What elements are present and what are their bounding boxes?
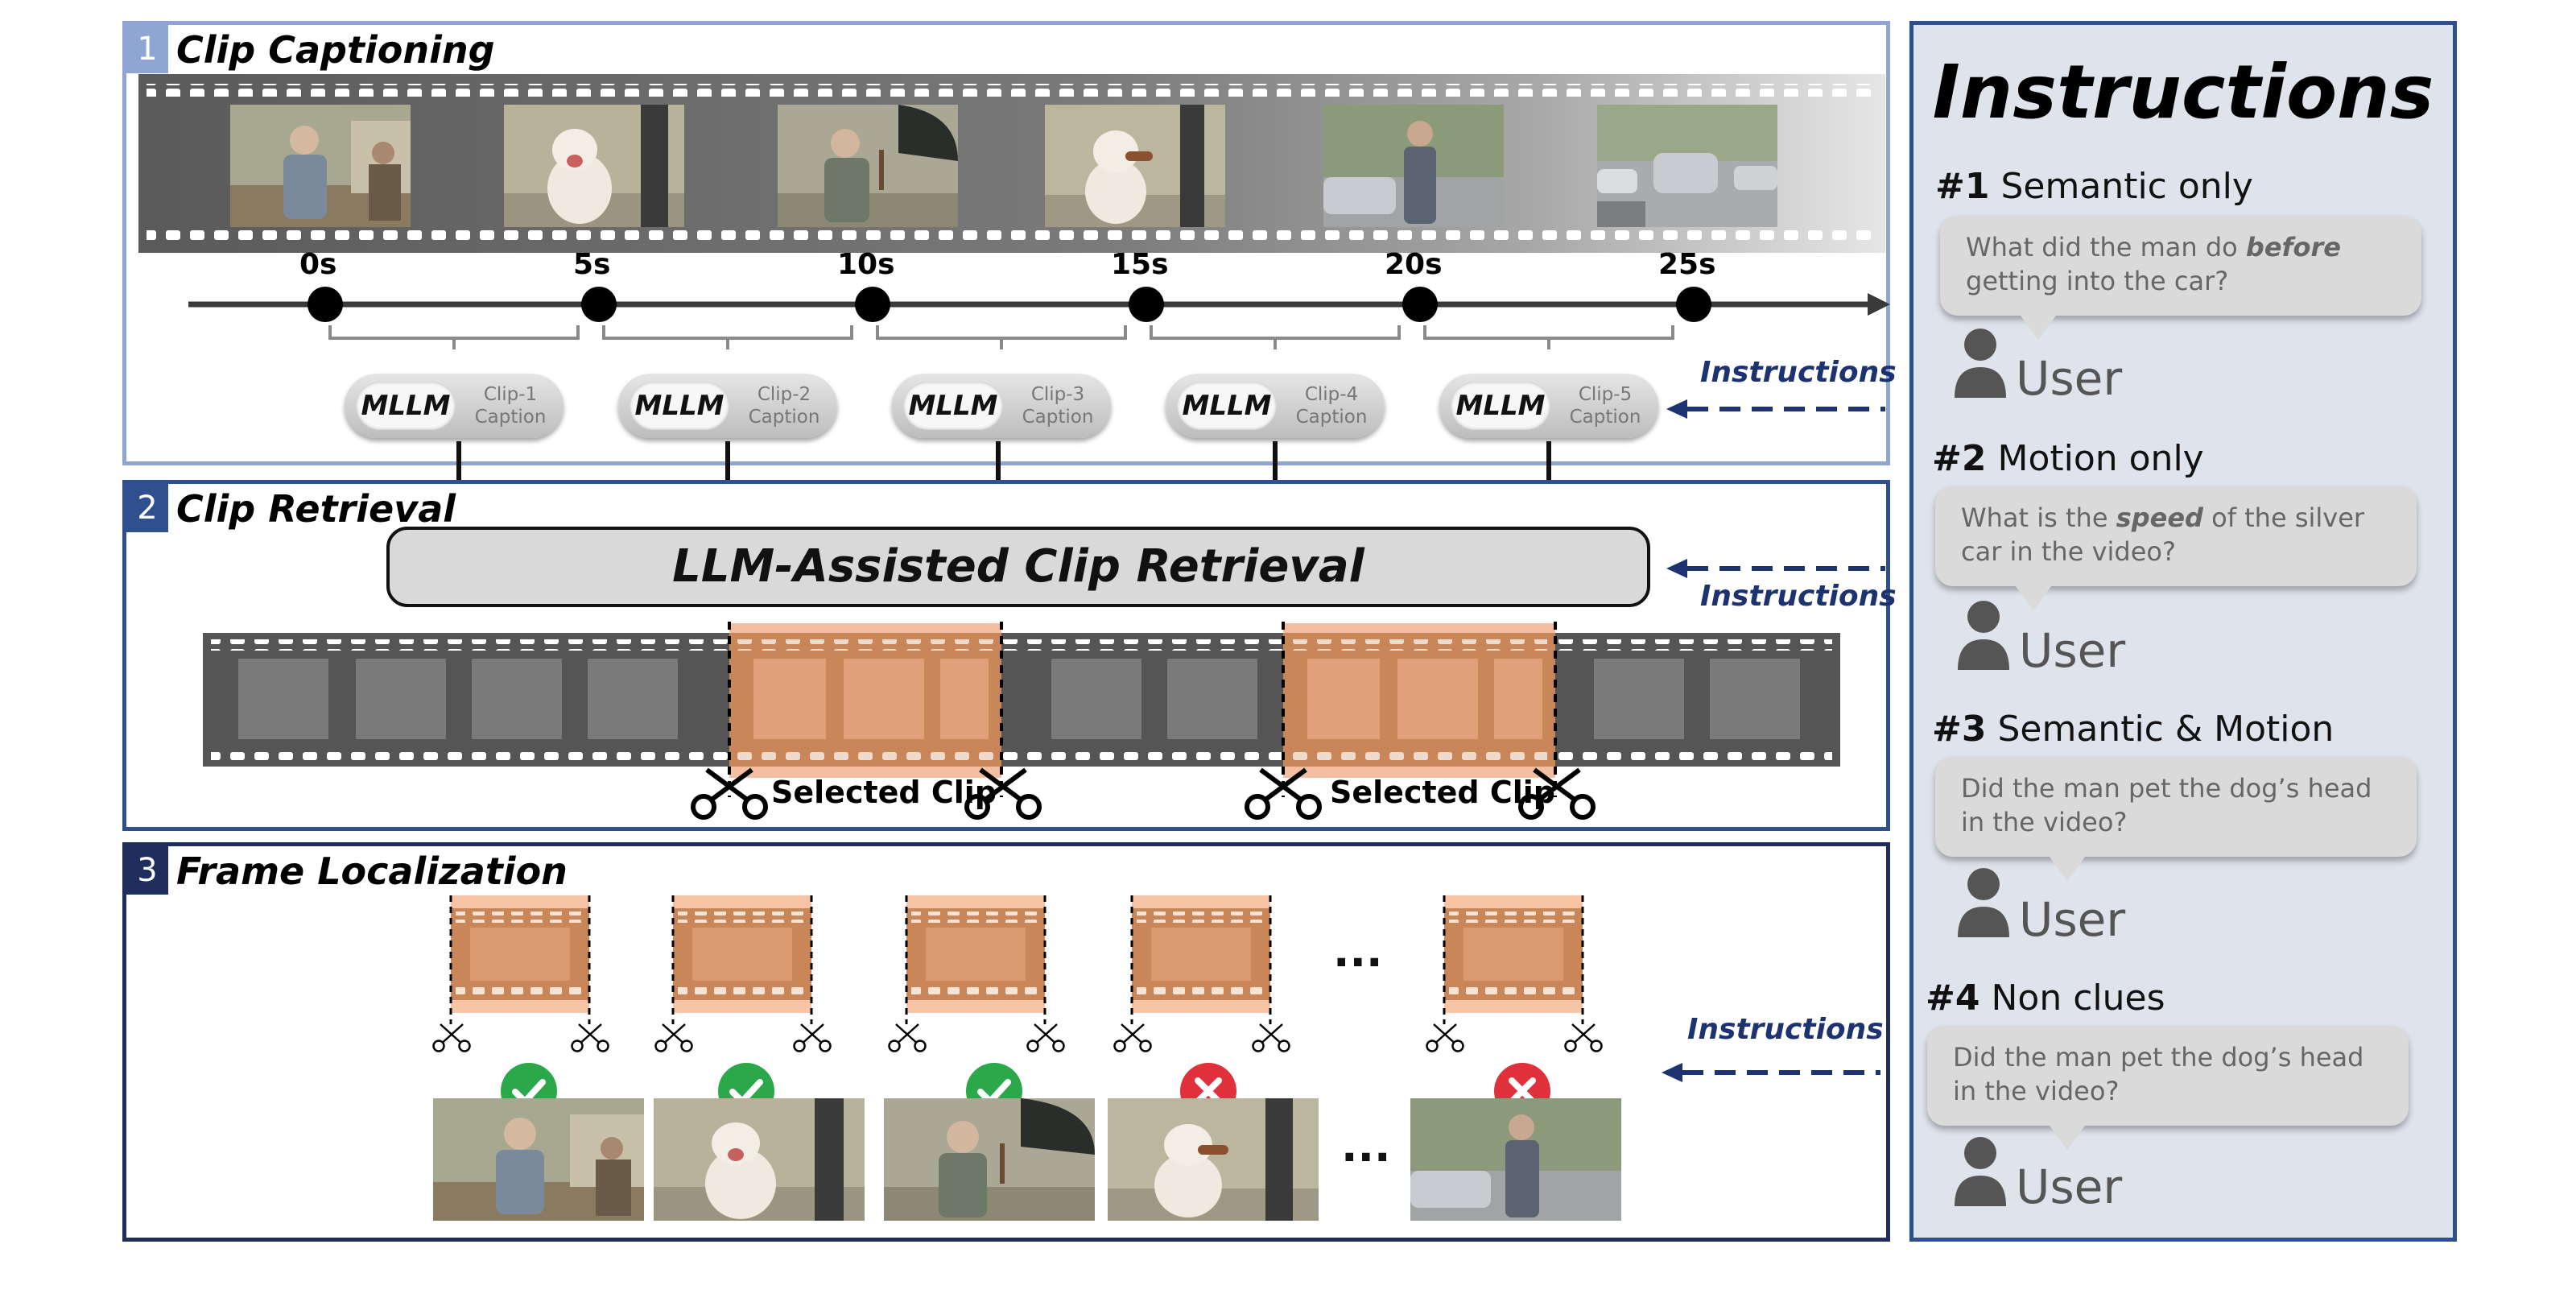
instruction-type-heading: #4 Non clues bbox=[1926, 978, 2165, 1019]
mllm-label: MLLM bbox=[630, 382, 729, 430]
llm-assisted-clip-retrieval-box: LLM-Assisted Clip Retrieval bbox=[386, 527, 1650, 607]
selected-clip-label: Selected Clip bbox=[771, 775, 997, 810]
question-bubble: What is the speed of the silver car in t… bbox=[1935, 486, 2417, 586]
timeline-tick: 5s bbox=[573, 248, 611, 281]
bubble-tail bbox=[2016, 586, 2051, 610]
instructions-input-label: Instructions bbox=[1700, 580, 1897, 613]
video-frame-man-market bbox=[230, 105, 411, 227]
localized-frame-dog bbox=[654, 1098, 865, 1221]
instruction-type-heading: #3 Semantic & Motion bbox=[1932, 709, 2334, 750]
timeline-arrow-icon bbox=[1868, 293, 1890, 316]
timeline-tick: 15s bbox=[1111, 248, 1169, 281]
timeline-tick: 25s bbox=[1658, 248, 1716, 281]
panel-title: Clip Retrieval bbox=[176, 487, 456, 531]
video-frame-man-walking bbox=[1323, 105, 1504, 227]
scissors-icon bbox=[1518, 767, 1596, 820]
more-frames-ellipsis: ... bbox=[1341, 1121, 1391, 1172]
scissors-icon bbox=[691, 767, 768, 820]
user-label: User bbox=[2019, 623, 2126, 678]
instruction-type-heading: #1 Semantic only bbox=[1935, 166, 2253, 207]
user-icon bbox=[1958, 601, 2009, 670]
instructions-input-label: Instructions bbox=[1700, 356, 1897, 389]
mllm-label: MLLM bbox=[1177, 382, 1277, 430]
bubble-tail bbox=[2021, 316, 2056, 340]
panel-number: 3 bbox=[126, 846, 168, 895]
mllm-label: MLLM bbox=[1451, 382, 1550, 430]
timeline-tick: 20s bbox=[1385, 248, 1443, 281]
bubble-tail bbox=[2050, 857, 2085, 881]
retrieval-film-strip bbox=[203, 622, 1840, 797]
localized-frame-man-umbrella bbox=[884, 1098, 1095, 1221]
instructions-panel-title: Instructions bbox=[1932, 49, 2434, 135]
user-icon bbox=[1955, 1137, 2006, 1206]
clip-segments bbox=[427, 894, 1618, 1063]
mllm-label: MLLM bbox=[356, 382, 456, 430]
timeline bbox=[188, 287, 1890, 349]
panel-number: 1 bbox=[126, 25, 168, 73]
user-label: User bbox=[2016, 1160, 2123, 1214]
video-frame-dog bbox=[504, 105, 684, 227]
question-bubble: Did the man pet the dog’s head in the vi… bbox=[1927, 1026, 2409, 1126]
panel-title: Clip Captioning bbox=[176, 28, 495, 72]
scissors-icon bbox=[1245, 767, 1322, 820]
video-frame-dog-food bbox=[1045, 105, 1225, 227]
user-icon bbox=[1955, 329, 2006, 398]
bubble-tail bbox=[2050, 1126, 2085, 1150]
localized-frame-dog-food bbox=[1108, 1098, 1319, 1221]
question-bubble: Did the man pet the dog’s head in the vi… bbox=[1935, 757, 2417, 857]
scissors-icon bbox=[964, 767, 1042, 820]
user-label: User bbox=[2019, 892, 2126, 947]
video-frame-parking-cars bbox=[1597, 105, 1777, 227]
localized-frame-man-walking bbox=[1410, 1098, 1621, 1221]
panel-title: Frame Localization bbox=[176, 849, 568, 893]
instruction-type-heading: #2 Motion only bbox=[1932, 438, 2204, 479]
user-label: User bbox=[2016, 351, 2123, 406]
localized-frame-man-market bbox=[433, 1098, 644, 1221]
user-icon bbox=[1958, 868, 2009, 937]
question-bubble: What did the man do before getting into … bbox=[1940, 216, 2421, 316]
instructions-dashed-arrow bbox=[1662, 1063, 1880, 1082]
timeline-tick: 0s bbox=[299, 248, 337, 281]
panel-number: 2 bbox=[126, 484, 168, 532]
instructions-input-label: Instructions bbox=[1687, 1013, 1884, 1046]
instructions-dashed-arrow bbox=[1666, 399, 1885, 419]
instructions-dashed-arrow bbox=[1666, 559, 1885, 578]
video-frame-man-umbrella bbox=[778, 105, 958, 227]
more-segments-ellipsis: ... bbox=[1333, 926, 1383, 977]
selected-clip-label: Selected Clip bbox=[1330, 775, 1555, 810]
mllm-label: MLLM bbox=[903, 382, 1003, 430]
timeline-tick: 10s bbox=[837, 248, 895, 281]
video-film-strip bbox=[138, 74, 1885, 253]
